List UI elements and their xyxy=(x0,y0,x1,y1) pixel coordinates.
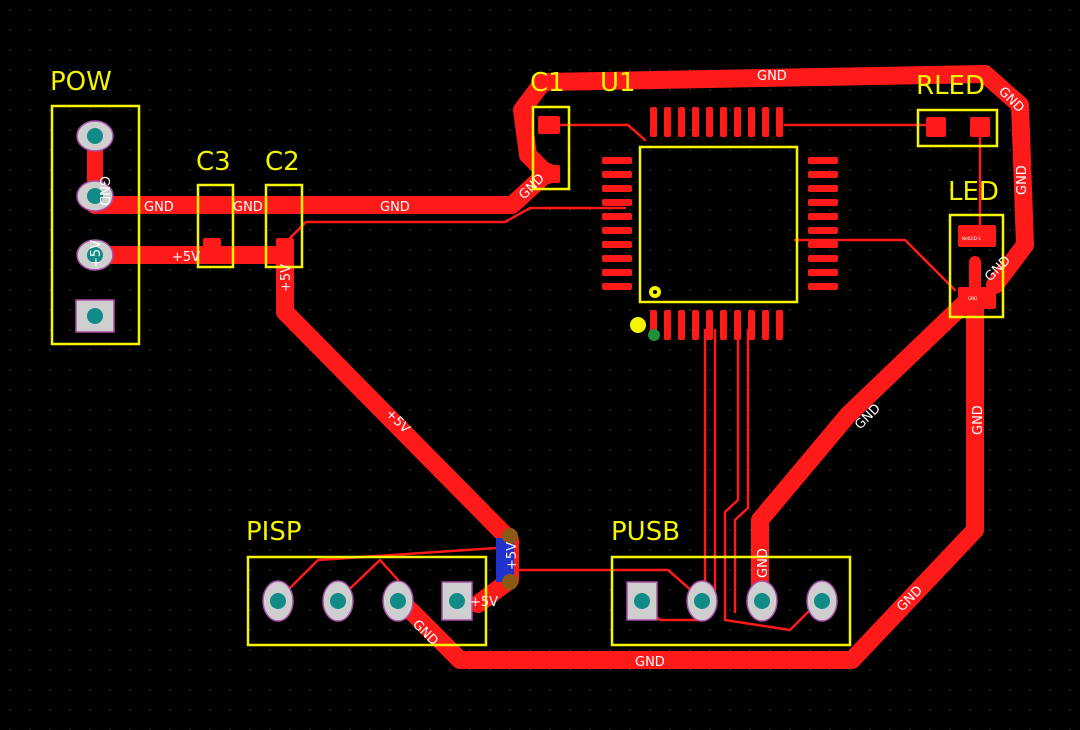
pisp-pin-4[interactable] xyxy=(441,581,473,621)
u1-mcu[interactable] xyxy=(602,107,838,341)
c3-designator: C3 xyxy=(196,147,231,177)
pisp-outline xyxy=(246,555,488,647)
trace-isp-1[interactable] xyxy=(276,546,498,602)
c2-net-5v: +5V xyxy=(279,264,294,292)
net-label-gnd-pow: GND xyxy=(144,200,174,215)
net-label-gnd-pusb3: GND xyxy=(756,548,771,578)
c3-capacitor[interactable]: C3 xyxy=(196,147,235,269)
trace-gnd-led-pusb[interactable] xyxy=(751,291,977,607)
led-diode[interactable]: LED NetLED-1 GND xyxy=(948,177,1005,319)
rled-resistor[interactable]: RLED xyxy=(916,71,999,148)
trace-isp-2[interactable] xyxy=(336,558,400,602)
net-label-5v-pisp: +5V xyxy=(470,595,498,610)
net-label-gnd-main: GND xyxy=(380,200,410,215)
pow-connector[interactable]: POW GND +5V xyxy=(50,67,141,346)
trace-gnd-top-loop[interactable] xyxy=(513,65,1034,294)
c1-designator: C1 xyxy=(530,68,565,98)
trace-c1-u1[interactable] xyxy=(546,123,647,142)
rled-designator: RLED xyxy=(916,71,985,101)
trace-u1-c2[interactable] xyxy=(286,206,627,242)
pow-outline xyxy=(50,104,141,346)
c3-outline xyxy=(196,183,235,269)
trace-u1-led[interactable] xyxy=(793,238,957,292)
pow-net-gnd: GND xyxy=(96,176,111,206)
trace-gnd-bottom-loop[interactable] xyxy=(401,291,984,669)
via-group xyxy=(496,528,518,590)
c2-designator: C2 xyxy=(265,147,300,177)
u1-orientation-dot xyxy=(630,317,646,333)
net-label-gnd-right: GND xyxy=(1015,165,1030,195)
net-label-gnd-c3c2: GND xyxy=(233,200,263,215)
u1-pads-top xyxy=(650,107,783,137)
pusb-connector[interactable]: PUSB xyxy=(610,517,852,647)
pusb-outline xyxy=(610,555,852,647)
net-label-gnd-bottom: GND xyxy=(635,655,665,670)
u1-pads-right xyxy=(808,157,838,290)
trace-u1-usb-4[interactable] xyxy=(733,328,750,614)
u1-pads-left xyxy=(602,157,632,290)
u1-orientation-dot-green xyxy=(648,329,660,341)
c2-outline xyxy=(264,183,304,269)
pisp-designator: PISP xyxy=(246,517,302,547)
u1-outline xyxy=(638,145,799,304)
pow-designator: POW xyxy=(50,67,112,97)
u1-designator: U1 xyxy=(600,68,636,98)
u1-pads-bottom xyxy=(650,310,783,340)
pow-net-5v: +5V xyxy=(89,240,104,268)
u1-pin1-mark-inner xyxy=(653,290,657,294)
trace-u1-usb-3[interactable] xyxy=(723,328,822,632)
c1-outline xyxy=(531,105,571,191)
copper-traces-thin xyxy=(276,123,982,632)
led-pad-net: NetLED-1 xyxy=(962,236,981,241)
via-bottom[interactable] xyxy=(502,574,518,590)
rled-outline xyxy=(916,108,999,148)
net-label-gnd-vertical: GND xyxy=(971,405,986,435)
net-label-gnd-top: GND xyxy=(757,69,787,84)
via-top[interactable] xyxy=(502,528,518,544)
led-designator: LED xyxy=(948,177,999,207)
net-label-5v-pow: +5V xyxy=(172,250,200,265)
net-label-5v-via: +5V xyxy=(505,542,520,570)
bottom-layer-segment[interactable] xyxy=(496,538,514,582)
led-pad-gnd: GND xyxy=(968,296,977,301)
pusb-designator: PUSB xyxy=(611,517,680,547)
pisp-connector[interactable]: PISP xyxy=(246,517,488,647)
c2-capacitor[interactable]: C2 +5V xyxy=(264,147,304,292)
led-outline xyxy=(948,213,1005,319)
